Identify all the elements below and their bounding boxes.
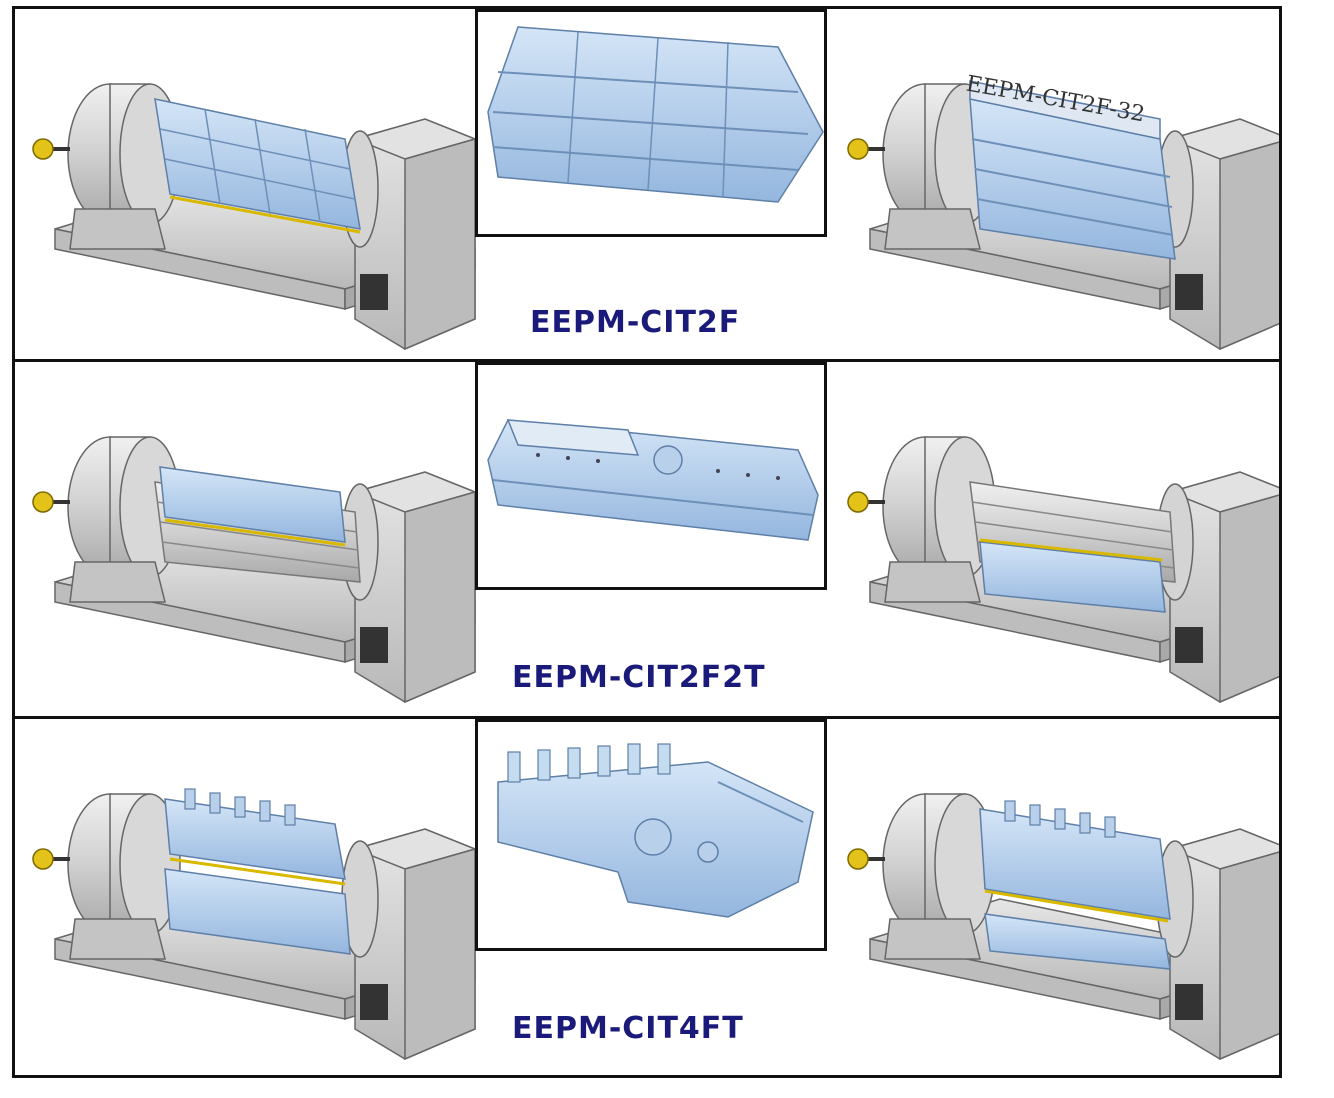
model-label: EEPM-CIT2F — [530, 305, 741, 340]
part-inset-3 — [475, 719, 827, 951]
row-panel-2: EEPM-CIT2F2T — [12, 359, 1282, 719]
model-label: EEPM-CIT2F2T — [512, 660, 766, 695]
fixture-illustration-2 — [31, 435, 1279, 704]
part-inset-2 — [475, 362, 827, 590]
fixture-illustration-1 — [31, 80, 1279, 351]
row-panel-3: EEPM-CIT4FT — [12, 716, 1282, 1078]
row-panel-1: EEPM-CIT2F-32 EEPM-CIT2F — [12, 6, 1282, 362]
model-label: EEPM-CIT4FT — [512, 1011, 744, 1046]
fixture-illustration-3 — [31, 788, 1279, 1061]
part-inset-1 — [475, 9, 827, 237]
